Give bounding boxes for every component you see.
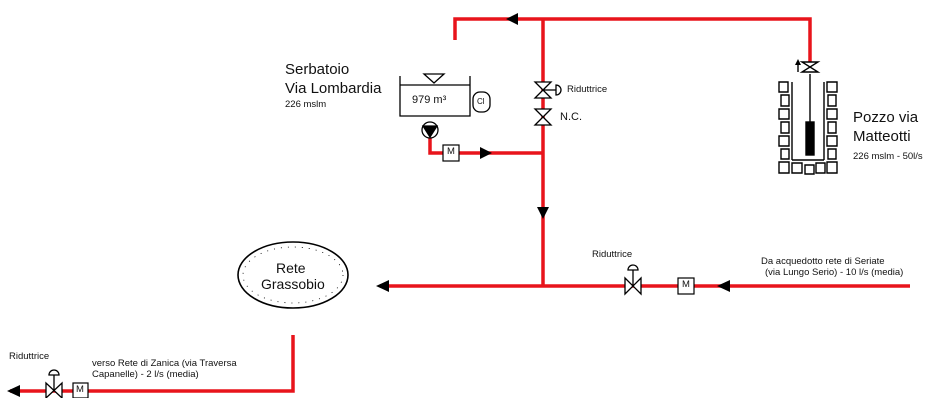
reducer-label-top: Riduttrice: [567, 84, 608, 95]
tank-elevation: 226 mslm: [285, 99, 327, 110]
pipe-top: [453, 17, 812, 62]
valve-reducer-top: [533, 81, 562, 99]
valve-reducer-zanica: [45, 369, 63, 398]
arrow-down-main: [537, 207, 549, 219]
seriate-label-line1: Da acquedotto rete di Seriate: [761, 256, 885, 267]
zanica-label-line1: verso Rete di Zanica (via Traversa: [92, 358, 237, 369]
chlorine-box: [472, 91, 491, 113]
well-detail: 226 mslm - 50l/s: [853, 151, 923, 162]
well-name-line2: Matteotti: [853, 128, 911, 145]
well-name-line1: Pozzo via: [853, 109, 919, 126]
reducer-label-seriate: Riduttrice: [592, 249, 633, 260]
flow-arrows: [7, 13, 730, 397]
network-label-line2: Grassobio: [261, 276, 325, 292]
arrow-right-pump: [480, 147, 492, 159]
chlorine-tag: Cl: [477, 97, 485, 106]
network-grassobio-shape: [237, 241, 349, 309]
tank-symbol: [399, 73, 491, 117]
zanica-label-line2: Capanelle) - 2 l/s (media): [92, 369, 199, 380]
meter-icon-tank: [442, 144, 460, 162]
valve-nc-top: [533, 108, 553, 126]
pipes: [10, 17, 910, 393]
reducer-label-zanica: Riduttrice: [9, 351, 50, 362]
pump-icon: [421, 121, 439, 139]
arrow-left-zanica: [7, 385, 20, 397]
arrow-left-top: [506, 13, 518, 25]
nc-label: N.C.: [560, 111, 582, 123]
valve-reducer-seriate: [624, 264, 642, 296]
tank-volume: 979 m³: [412, 94, 447, 106]
meter-label-tank: M: [447, 146, 455, 157]
network-label-line1: Rete: [276, 260, 306, 276]
tank-name-line1: Serbatoio: [285, 61, 350, 78]
arrow-left-seriate: [717, 280, 730, 292]
meter-icon-seriate: [677, 277, 695, 295]
meter-label-seriate: M: [682, 279, 690, 290]
meter-icon-zanica: [72, 382, 89, 398]
arrow-left-main: [376, 280, 389, 292]
tank-name-line2: Via Lombardia: [285, 80, 382, 97]
seriate-label-line2: (via Lungo Serio) - 10 l/s (media): [765, 267, 904, 278]
meter-label-zanica: M: [76, 384, 84, 395]
pipe-zanica: [10, 335, 295, 393]
well-symbol: [778, 59, 838, 175]
